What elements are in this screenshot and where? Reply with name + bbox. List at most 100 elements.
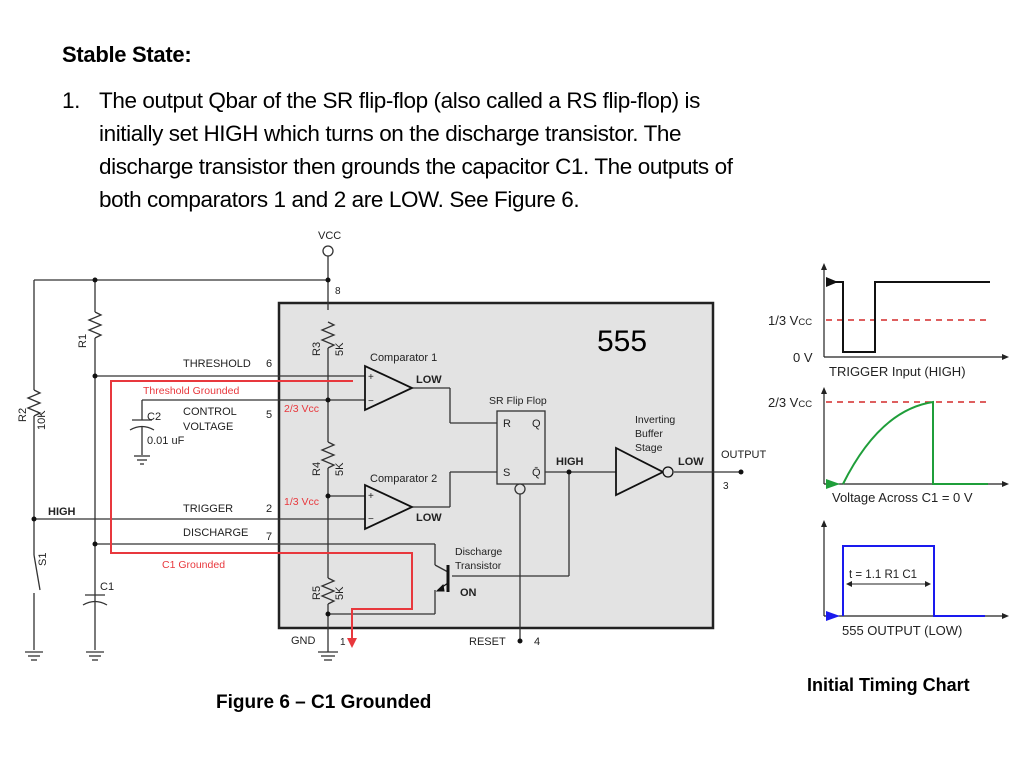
buffer-label-1: Inverting bbox=[635, 414, 675, 426]
r1-label: R1 bbox=[77, 334, 89, 348]
axis-arrows bbox=[821, 263, 1009, 619]
buffer-label-3: Stage bbox=[635, 442, 663, 454]
reset-label: RESET bbox=[469, 636, 506, 648]
vcc-label: VCC bbox=[318, 230, 341, 242]
control-label: CONTROL bbox=[183, 406, 237, 418]
pin-5-label: 5 bbox=[266, 409, 272, 421]
sr-q-label: Q bbox=[532, 418, 541, 430]
discharge-transistor-label-2: Transistor bbox=[455, 560, 502, 572]
discharge-transistor-label-1: Discharge bbox=[455, 546, 502, 558]
r4-value: 5K bbox=[334, 462, 346, 476]
discharge-label: DISCHARGE bbox=[183, 527, 248, 539]
section-heading: Stable State: bbox=[62, 42, 192, 67]
junction-dots bbox=[31, 277, 744, 644]
comparator-1-icon bbox=[364, 364, 415, 412]
c1-caption: Voltage Across C1 = 0 V bbox=[832, 490, 973, 505]
minus-sign: − bbox=[368, 396, 374, 407]
vcc-terminal-icon bbox=[322, 245, 334, 257]
figure-caption: Figure 6 – C1 Grounded bbox=[216, 692, 432, 713]
r2-value: 10K bbox=[36, 410, 48, 430]
threshold-label: THRESHOLD bbox=[183, 358, 251, 370]
pin-3-label: 3 bbox=[723, 481, 729, 492]
text-line: discharge transistor then grounds the ca… bbox=[99, 154, 733, 179]
zero-volt-label: 0 V bbox=[793, 350, 813, 365]
sr-flip-flop-label: SR Flip Flop bbox=[489, 395, 547, 407]
wires bbox=[25, 245, 741, 661]
list-number: 1. bbox=[62, 88, 80, 113]
one-third-vcc-label: 1/3 Vcc bbox=[284, 496, 319, 508]
pin-7-label: 7 bbox=[266, 531, 272, 543]
r2-resistor-icon bbox=[26, 389, 42, 417]
inverting-buffer-icon bbox=[615, 446, 666, 497]
c1-label: C1 bbox=[100, 581, 114, 593]
two-thirds-vcc-axis-label: 2/3 VCC bbox=[768, 395, 812, 410]
text-line: initially set HIGH which turns on the di… bbox=[99, 121, 682, 146]
r5-label: R5 bbox=[311, 586, 323, 600]
pin-8-label: 8 bbox=[335, 286, 341, 297]
r3-label: R3 bbox=[311, 342, 323, 356]
transistor-state: ON bbox=[460, 587, 477, 599]
c1-voltage-waveform bbox=[842, 400, 988, 485]
minus-sign: − bbox=[368, 514, 374, 525]
r2-label: R2 bbox=[17, 408, 29, 422]
one-third-vcc-axis-label: 1/3 VCC bbox=[768, 313, 812, 328]
r4-label: R4 bbox=[311, 462, 323, 476]
c1-arrow-icon bbox=[826, 479, 840, 489]
s1-label: S1 bbox=[37, 553, 49, 566]
ground-icon bbox=[134, 455, 150, 465]
ground-icon bbox=[318, 651, 338, 661]
ground-arrow-icon bbox=[347, 638, 357, 648]
qbar-state: HIGH bbox=[556, 456, 584, 468]
output-label: OUTPUT bbox=[721, 449, 767, 461]
trigger-waveform bbox=[826, 281, 990, 353]
r5-resistor-icon bbox=[320, 577, 336, 605]
plus-sign: + bbox=[368, 372, 374, 383]
c2-label: C2 bbox=[147, 411, 161, 423]
chip-label: 555 bbox=[597, 325, 647, 358]
output-arrow-icon bbox=[826, 611, 840, 621]
output-waveform bbox=[842, 545, 985, 617]
discharge-transistor-icon bbox=[435, 565, 450, 592]
timing-chart-title: Initial Timing Chart bbox=[807, 675, 970, 695]
comparator-1-label: Comparator 1 bbox=[370, 352, 437, 364]
pin-6-label: 6 bbox=[266, 358, 272, 370]
r3-resistor-icon bbox=[320, 321, 336, 349]
comparator-2-icon bbox=[364, 483, 415, 531]
threshold-dashes bbox=[826, 319, 988, 403]
sr-r-label: R bbox=[503, 418, 511, 430]
sr-qbar-label: Q̄ bbox=[532, 466, 541, 479]
sr-s-label: S bbox=[503, 467, 510, 479]
c1-grounded-label: C1 Grounded bbox=[162, 559, 225, 571]
buffer-label-2: Buffer bbox=[635, 428, 663, 440]
comparator-1-state: LOW bbox=[416, 374, 442, 386]
c2-value: 0.01 uF bbox=[147, 435, 185, 447]
voltage-label: VOLTAGE bbox=[183, 421, 233, 433]
text-line: The output Qbar of the SR flip-flop (als… bbox=[99, 88, 700, 113]
comparator-2-state: LOW bbox=[416, 512, 442, 524]
pin-1-label: 1 bbox=[340, 637, 346, 648]
pin-4-label: 4 bbox=[534, 636, 540, 648]
gnd-label: GND bbox=[291, 635, 316, 647]
plus-sign: + bbox=[368, 491, 374, 502]
r4-resistor-icon bbox=[320, 441, 336, 469]
ground-icon bbox=[25, 651, 43, 661]
pin-2-label: 2 bbox=[266, 503, 272, 515]
trigger-arrow-icon bbox=[826, 277, 838, 287]
pulse-width-label: t = 1.1 R1 C1 bbox=[849, 569, 917, 581]
r3-value: 5K bbox=[334, 342, 346, 356]
r5-value: 5K bbox=[334, 586, 346, 600]
two-thirds-vcc-label: 2/3 Vcc bbox=[284, 403, 319, 415]
high-label: HIGH bbox=[48, 506, 76, 518]
ground-icon bbox=[86, 651, 104, 661]
s1-switch-icon bbox=[33, 554, 41, 591]
threshold-grounded-label: Threshold Grounded bbox=[143, 385, 239, 397]
r1-resistor-icon bbox=[87, 311, 103, 339]
output-caption: 555 OUTPUT (LOW) bbox=[842, 623, 962, 638]
trigger-caption: TRIGGER Input (HIGH) bbox=[829, 364, 966, 379]
comparator-2-label: Comparator 2 bbox=[370, 473, 437, 485]
text-line: both comparators 1 and 2 are LOW. See Fi… bbox=[99, 187, 580, 212]
output-state: LOW bbox=[678, 456, 704, 468]
trigger-label: TRIGGER bbox=[183, 503, 233, 515]
list-text: The output Qbar of the SR flip-flop (als… bbox=[99, 84, 959, 216]
